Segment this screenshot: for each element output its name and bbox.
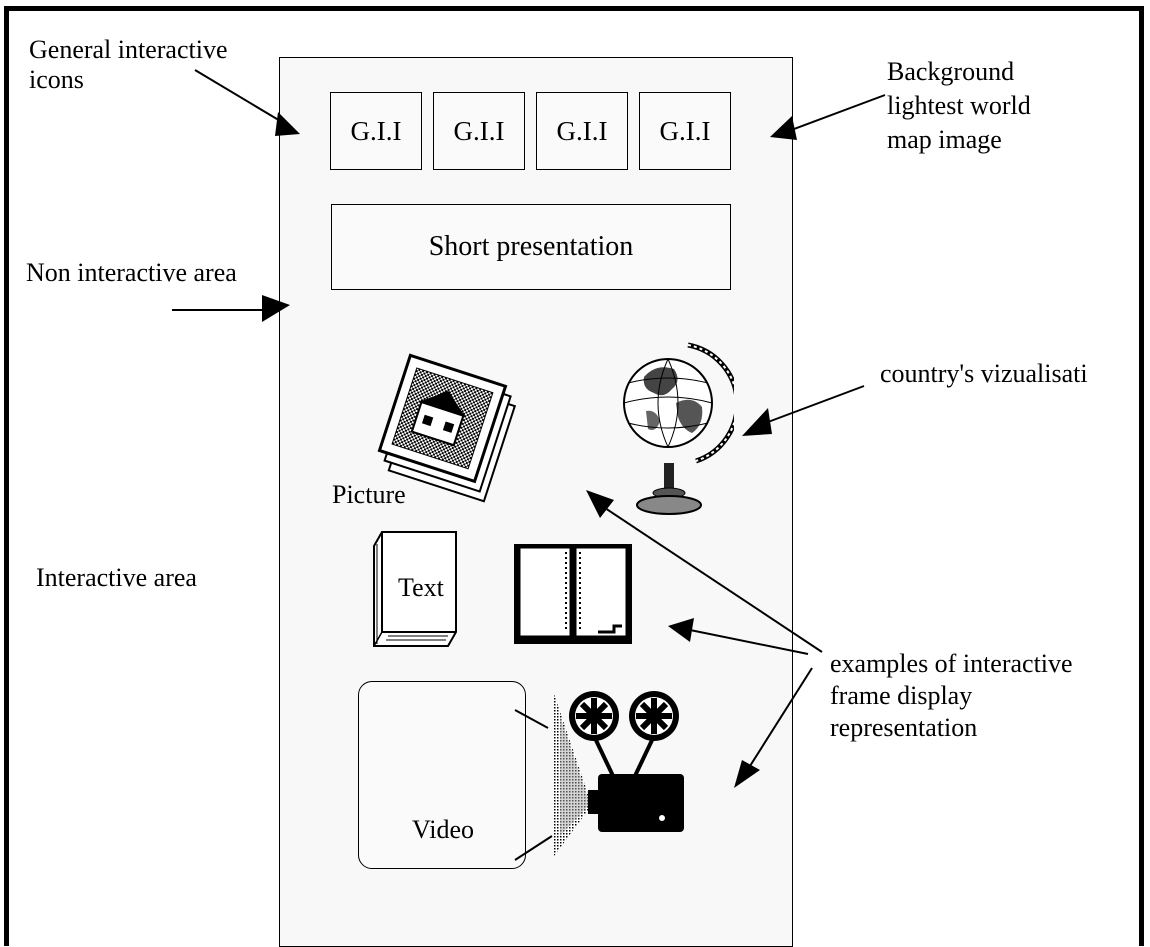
short-presentation-box[interactable]: Short presentation [331,204,731,290]
open-book-icon[interactable] [510,534,636,655]
label-countrys-visualisation: country's vizualisati [880,359,1088,388]
video-label: Video [412,815,474,844]
gii-button-4[interactable]: G.I.I [639,92,731,170]
picture-label: Picture [332,480,406,509]
outer-frame [4,6,1144,946]
label-non-interactive-area: Non interactive area [26,258,237,287]
video-frame[interactable] [358,681,526,869]
label-background-map: Background lightest world map image [887,57,1031,154]
gii-button-1[interactable]: G.I.I [330,92,422,170]
label-interactive-area: Interactive area [36,563,197,592]
label-general-interactive-icons: General interactive icons [29,35,228,94]
globe-icon[interactable] [616,333,740,528]
gii-button-2[interactable]: G.I.I [433,92,525,170]
text-label: Text [398,573,444,602]
label-examples: examples of interactive frame display re… [830,649,1073,742]
photo-stack-icon[interactable] [360,336,525,521]
film-projector-icon[interactable] [554,686,694,866]
gii-button-3[interactable]: G.I.I [536,92,628,170]
book-icon[interactable] [370,528,462,655]
